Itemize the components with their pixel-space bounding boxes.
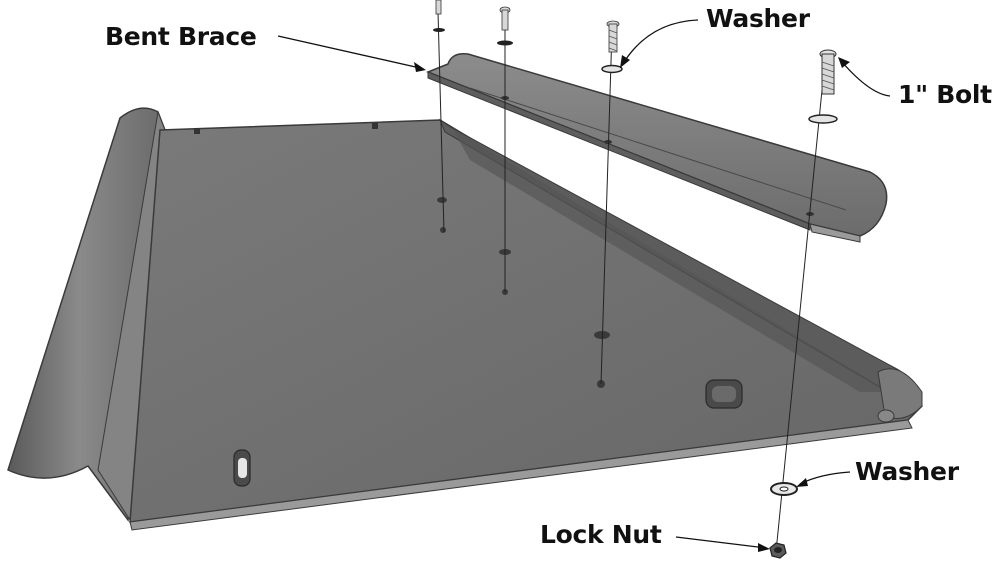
leader-bent-brace — [277, 35, 421, 69]
axis-line-3 — [600, 29, 613, 385]
plate-hole — [440, 227, 446, 233]
skid-plate — [7, 107, 923, 531]
callout-bolt: 1" Bolt — [898, 80, 992, 109]
leader-lines — [277, 19, 891, 552]
leader-lock-nut-arrow — [758, 543, 770, 552]
brace-crease — [469, 87, 847, 211]
callout-washer-top: Washer — [706, 4, 810, 33]
bolt-4 — [808, 49, 838, 124]
brace-top-face — [425, 52, 888, 237]
washer-small — [433, 28, 445, 32]
leader-lock-nut — [675, 536, 767, 549]
plate-hole — [594, 331, 610, 339]
front-slot-right — [705, 379, 743, 409]
bolt-axis-lines — [437, 11, 826, 553]
washer-bolt — [808, 114, 838, 124]
bolt-2 — [497, 6, 513, 46]
leader-washer-bottom — [799, 471, 851, 485]
bottom-washer — [770, 482, 798, 496]
bent-brace — [425, 52, 888, 243]
leader-washer-top — [623, 19, 699, 63]
lock-nut — [769, 542, 787, 559]
plate-corner-roll — [877, 409, 895, 423]
axis-line-1 — [437, 11, 445, 233]
bolt-3 — [601, 20, 623, 74]
axis-line-4 — [775, 59, 826, 553]
brace-hole — [604, 140, 612, 144]
brace-flange — [427, 71, 811, 231]
callout-bent-brace: Bent Brace — [105, 22, 257, 51]
leader-washer-bottom-arrow — [796, 478, 808, 487]
washer-top — [601, 64, 623, 74]
rear-mark — [372, 123, 378, 129]
rear-mark — [194, 128, 200, 134]
callout-lock-nut: Lock Nut — [540, 520, 662, 549]
front-slot-left — [233, 449, 251, 487]
leader-washer-top-arrow — [620, 55, 630, 68]
brace-bottom-edge — [809, 223, 861, 243]
plate-hole — [437, 197, 447, 203]
plate-bottom-edge — [129, 419, 913, 531]
plate-rear-lip-shadow — [452, 128, 890, 392]
callout-washer-bottom: Washer — [855, 457, 959, 486]
washer-small — [497, 40, 513, 46]
leader-bolt — [841, 61, 891, 97]
bolt-1 — [433, 0, 445, 32]
leader-bent-brace-arrow — [414, 62, 426, 72]
leader-bolt-arrow — [838, 57, 850, 68]
